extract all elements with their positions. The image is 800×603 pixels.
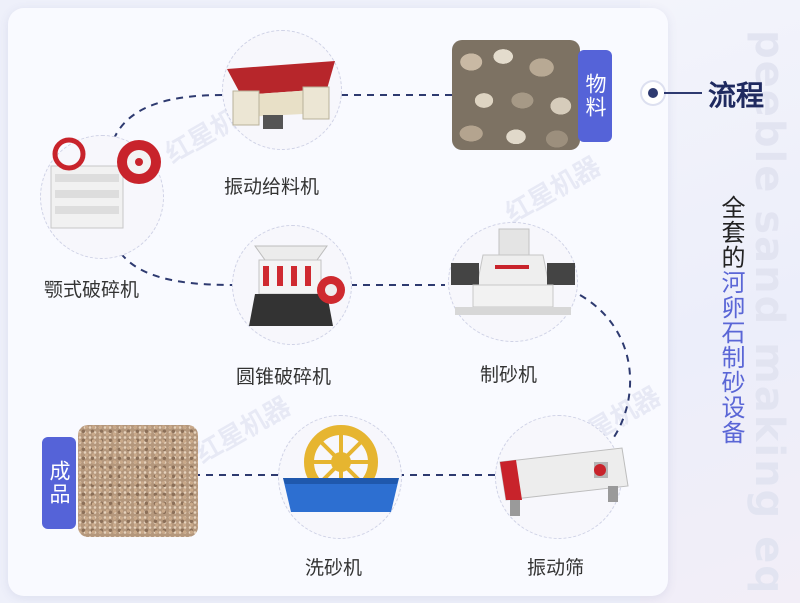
material-tag: 物料	[578, 50, 612, 142]
jaw-crusher-icon	[50, 137, 161, 229]
vibrating-screen-node[interactable]	[495, 415, 629, 539]
sand-washer-node[interactable]	[278, 415, 402, 539]
product-tag: 成品	[42, 437, 76, 529]
sand-washer-label: 洗砂机	[305, 557, 363, 579]
sand-washer-icon	[283, 425, 399, 512]
cone-crusher-icon	[249, 245, 345, 326]
sand-maker-node[interactable]	[448, 222, 578, 342]
title-connector-line	[664, 92, 702, 94]
vibrating-screen-icon	[499, 447, 629, 516]
flow-line-sandmaker-to-screen	[579, 294, 632, 441]
vertical-title: 全套的河卵石制砂设备	[712, 195, 748, 445]
sand-image	[78, 425, 198, 537]
jaw-crusher-label: 颚式破碎机	[44, 279, 140, 301]
title-dot-inner	[648, 88, 658, 98]
sand-maker-icon	[451, 228, 575, 315]
vertical-title-part1: 全套的	[717, 195, 745, 270]
sand-maker-label: 制砂机	[480, 364, 538, 386]
vibrating-screen-label: 振动筛	[527, 557, 585, 579]
english-watermark: peeble sand making equipment	[746, 30, 792, 590]
cone-crusher-label: 圆锥破碎机	[236, 366, 332, 388]
pebbles-image	[452, 40, 580, 150]
cone-crusher-node[interactable]	[232, 225, 352, 345]
vertical-title-part2: 河卵石制砂设备	[717, 270, 745, 445]
vibrating-feeder-label: 振动给料机	[224, 176, 320, 198]
section-title: 流程	[708, 79, 765, 112]
vibrating-feeder-icon	[227, 61, 335, 129]
section-title-block: 流程	[640, 70, 790, 120]
vibrating-feeder-node[interactable]	[222, 30, 342, 150]
jaw-crusher-node[interactable]	[40, 135, 164, 259]
